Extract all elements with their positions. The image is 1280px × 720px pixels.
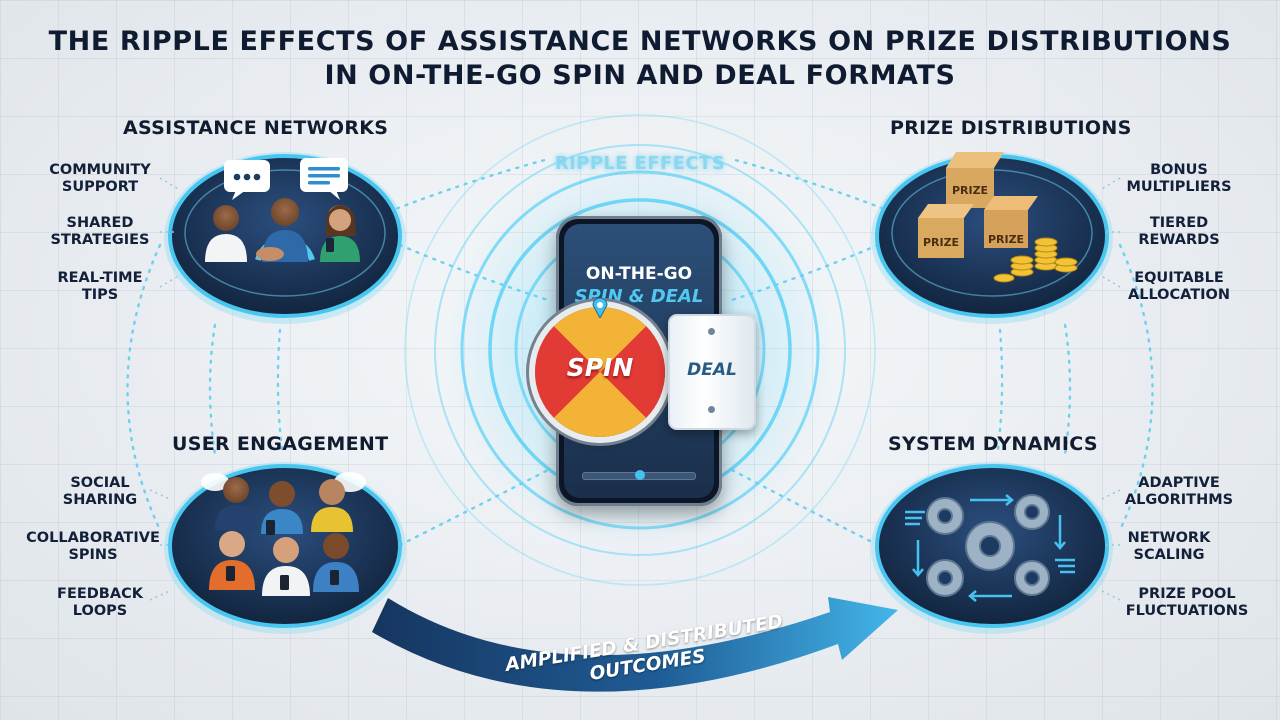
assistance-networks-oval bbox=[164, 152, 406, 324]
system-dynamics-title: SYSTEM DYNAMICS bbox=[888, 433, 1098, 455]
system-dynamics-oval bbox=[871, 462, 1113, 634]
deal-card: DEAL bbox=[668, 314, 756, 430]
prize-box-label: PRIZE bbox=[988, 233, 1024, 246]
page-subtitle: IN ON-THE-GO SPIN AND DEAL FORMATS bbox=[324, 60, 956, 91]
assistance-networks-title: ASSISTANCE NETWORKS bbox=[123, 117, 389, 139]
prize-distributions-oval: PRIZE PRIZE PRIZE bbox=[871, 152, 1113, 324]
deal-card-hole bbox=[708, 328, 715, 335]
people-chat-icon bbox=[205, 158, 360, 262]
ripple-effects-label: RIPPLE EFFECTS bbox=[554, 153, 726, 174]
phone-title-line2: SPIN & DEAL bbox=[574, 286, 704, 307]
prize-box-label: PRIZE bbox=[952, 184, 988, 197]
prize-box-label: PRIZE bbox=[923, 236, 959, 249]
spin-label: SPIN bbox=[566, 353, 634, 382]
page-title: THE RIPPLE EFFECTS OF ASSISTANCE NETWORK… bbox=[48, 26, 1232, 57]
side-label-ticks bbox=[149, 177, 1121, 601]
user-engagement-title: USER ENGAGEMENT bbox=[172, 433, 389, 455]
phone-slider-knob bbox=[634, 470, 645, 480]
amplified-outcomes-arrow bbox=[372, 597, 898, 692]
prize-distributions-title: PRIZE DISTRIBUTIONS bbox=[890, 117, 1132, 139]
wheel-pointer-icon bbox=[592, 298, 608, 318]
deal-label: DEAL bbox=[687, 360, 737, 380]
gears-arrows-icon bbox=[905, 494, 1075, 602]
group-phones-icon bbox=[201, 472, 366, 596]
phone-title-line1: ON-THE-GO bbox=[585, 264, 693, 284]
spin-wheel: SPIN bbox=[535, 307, 665, 437]
phone-slider bbox=[582, 470, 696, 480]
prize-boxes-coins-icon: PRIZE PRIZE PRIZE bbox=[918, 152, 1078, 283]
user-engagement-oval bbox=[164, 462, 406, 634]
deal-card-hole bbox=[708, 406, 715, 413]
